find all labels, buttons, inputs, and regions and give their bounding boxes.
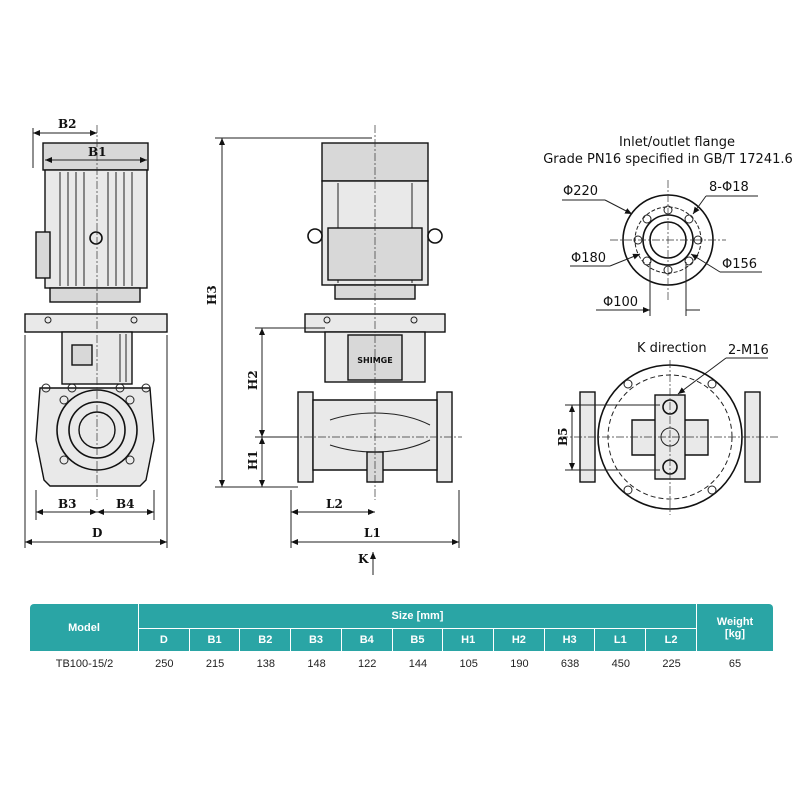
dim-b2-label: B2: [58, 117, 77, 131]
dim-h1-label: H1: [246, 450, 260, 470]
front-view: B2 B1 B3 B4 D: [24, 117, 168, 548]
model-header: Model: [30, 604, 139, 652]
k-view-marker: K: [358, 552, 369, 566]
cell-model: TB100-15/2: [55, 658, 114, 670]
col-header: B4: [341, 629, 393, 652]
col-header: L2: [646, 629, 697, 652]
dim-b4-label: B4: [116, 497, 135, 511]
weight-header-line2: [kg]: [724, 627, 746, 640]
col-header: B3: [291, 629, 342, 652]
technical-drawing: B2 B1 B3 B4 D SHIMGE: [24, 117, 793, 575]
cell-value: 148: [307, 658, 326, 670]
k-direction-view: K direction 2-M16 B5: [556, 341, 780, 515]
flange-d100-label: Φ100: [603, 295, 638, 310]
weight-header-line1: Weight: [716, 615, 754, 628]
cell-value: 190: [510, 658, 529, 670]
cell-weight: 65: [728, 658, 742, 670]
cell-value: 122: [358, 658, 377, 670]
flange-holes-label: 8-Φ18: [709, 180, 749, 195]
col-header: B1: [189, 629, 241, 652]
k-b5-label: B5: [556, 428, 570, 447]
col-header: H3: [544, 629, 596, 652]
dim-h2-label: H2: [246, 370, 260, 390]
flange-d180-label: Φ180: [571, 251, 606, 266]
cell-value: 250: [155, 658, 174, 670]
side-view: SHIMGE H3 H2 H1 L2 L1 K: [205, 125, 462, 575]
flange-title-line2: Grade PN16 specified in GB/T 17241.6: [543, 152, 793, 167]
cell-value: 638: [560, 658, 580, 670]
size-columns-row: D B1 B2 B3 B4 B5 H1 H2 H3 L1 L2: [30, 629, 773, 652]
k-bolts-label: 2-M16: [728, 343, 769, 358]
col-header: L1: [595, 629, 647, 652]
flange-view: Inlet/outlet flange Grade PN16 specified…: [543, 135, 793, 316]
k-direction-title: K direction: [637, 341, 707, 356]
cell-value: 138: [256, 658, 275, 670]
flange-d220-label: Φ220: [563, 184, 598, 199]
dim-b1-label: B1: [88, 145, 107, 159]
dim-l2-label: L2: [326, 497, 343, 511]
flange-title-line1: Inlet/outlet flange: [619, 135, 735, 150]
dim-d-label: D: [92, 526, 102, 540]
cell-value: 105: [459, 658, 478, 670]
dim-b3-label: B3: [58, 497, 77, 511]
col-header: D: [139, 629, 190, 652]
table-row: TB100-15/2 250 215 138 148 122 144 105 1…: [30, 652, 773, 676]
cell-value: 144: [408, 658, 428, 670]
cell-value: 215: [205, 658, 225, 670]
cell-value: 450: [611, 658, 630, 670]
col-header: B5: [392, 629, 444, 652]
dim-l1-label: L1: [364, 526, 381, 540]
col-header: H1: [443, 629, 495, 652]
cell-value: 225: [662, 658, 681, 670]
weight-header: Weight [kg]: [697, 604, 773, 652]
dim-h3-label: H3: [205, 285, 219, 305]
size-header: Size [mm]: [139, 604, 697, 629]
col-header: H2: [494, 629, 545, 652]
spec-table: Model Size [mm] Weight [kg] D B1 B2 B3 B…: [30, 604, 773, 676]
flange-d156-label: Φ156: [722, 257, 757, 272]
col-header: B2: [240, 629, 292, 652]
